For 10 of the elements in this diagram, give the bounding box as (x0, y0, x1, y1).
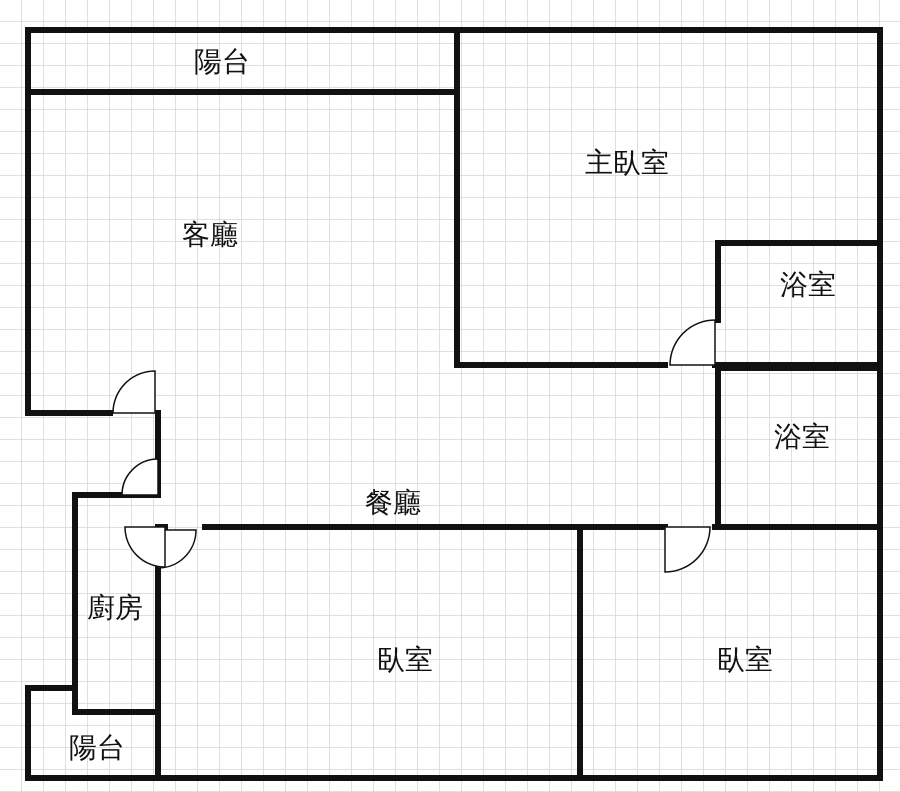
room-label: 陽台 (69, 734, 125, 762)
room-label: 臥室 (717, 646, 773, 674)
room-label: 客廳 (182, 221, 238, 249)
room-label: 浴室 (774, 423, 830, 451)
room-label: 餐廳 (365, 489, 421, 517)
room-label: 廚房 (87, 594, 143, 622)
room-label: 臥室 (377, 646, 433, 674)
room-label: 陽台 (194, 48, 250, 76)
room-label: 浴室 (780, 271, 836, 299)
room-label: 主臥室 (585, 149, 669, 177)
